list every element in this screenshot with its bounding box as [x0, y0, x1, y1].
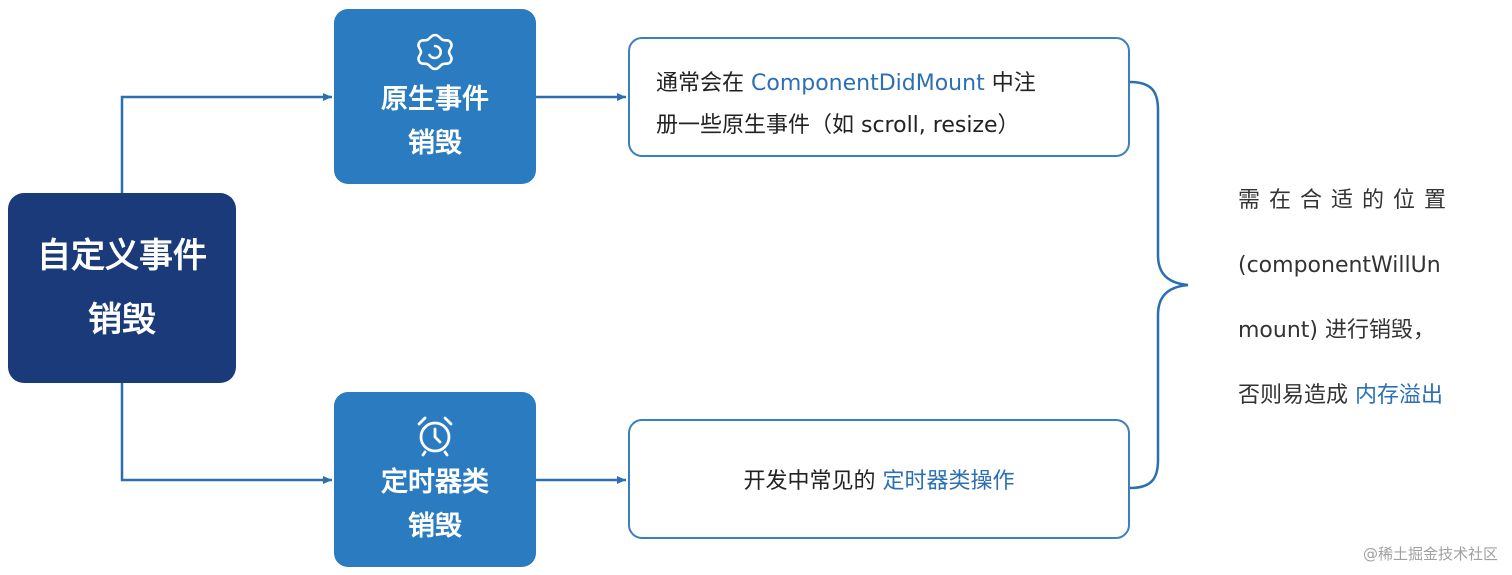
- summary-line4-part1: 否则易造成: [1238, 383, 1355, 408]
- summary-highlight: 内存溢出: [1355, 383, 1444, 408]
- native-event-destroy-node: 原生事件 销毁: [334, 9, 536, 184]
- native-desc-part1: 通常会在: [656, 71, 751, 96]
- summary-text: 需在合适的位置 (componentWillUn mount) 进行销毁， 否则…: [1238, 168, 1500, 428]
- timer-label-line1: 定时器类: [381, 466, 489, 498]
- timer-desc-part1: 开发中常见的: [743, 469, 883, 494]
- timer-destroy-node: 定时器类 销毁: [334, 392, 536, 567]
- summary-line3: mount) 进行销毁，: [1238, 318, 1435, 343]
- custom-event-destroy-node: 自定义事件 销毁: [8, 193, 236, 383]
- alarm-clock-icon: [417, 416, 453, 456]
- connector-root-to-timer: [120, 383, 332, 484]
- native-desc-highlight: ComponentDidMount: [751, 71, 985, 96]
- native-label-line1: 原生事件: [381, 83, 489, 115]
- root-label-line2: 销毁: [88, 300, 156, 340]
- native-desc-part2: 中注: [984, 71, 1036, 96]
- timer-label-line2: 销毁: [408, 510, 462, 542]
- summary-line4: 否则易造成 内存溢出: [1238, 363, 1500, 428]
- summary-line1: 需在合适的位置: [1238, 188, 1456, 213]
- timer-description: 开发中常见的 定时器类操作: [628, 419, 1130, 539]
- root-label-line1: 自定义事件: [37, 236, 207, 276]
- brace-connector: [1129, 80, 1189, 490]
- native-event-description: 通常会在 ComponentDidMount 中注 册一些原生事件（如 scro…: [628, 37, 1130, 157]
- summary-line2: (componentWillUn: [1238, 253, 1441, 278]
- timer-desc-highlight: 定时器类操作: [882, 469, 1015, 494]
- watermark: @稀土掘金技术社区: [1362, 545, 1498, 563]
- native-desc-line1: 通常会在 ComponentDidMount 中注: [656, 63, 1128, 105]
- timer-desc-line: 开发中常见的 定时器类操作: [743, 463, 1014, 495]
- native-desc-line2: 册一些原生事件（如 scroll, resize）: [656, 113, 1020, 138]
- gear-icon: [417, 33, 453, 70]
- connector-root-to-native: [120, 93, 332, 193]
- native-label-line2: 销毁: [408, 127, 462, 159]
